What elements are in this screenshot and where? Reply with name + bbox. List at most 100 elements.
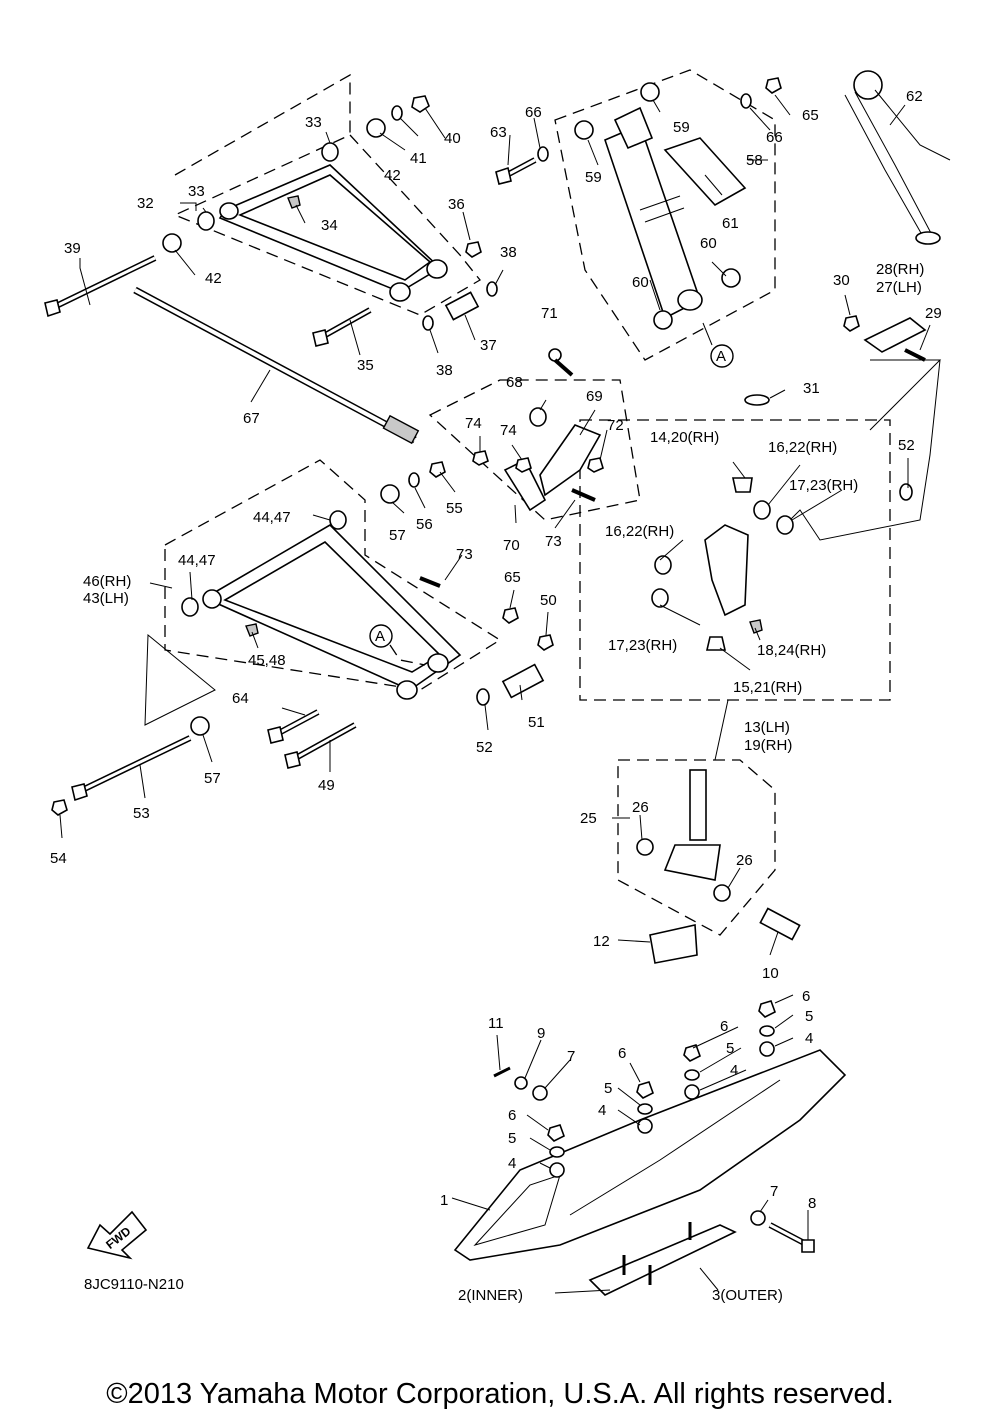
label-72: 72: [607, 417, 624, 434]
label-71: 71: [541, 305, 558, 322]
label-40: 40: [444, 130, 461, 147]
bolt-73a: [571, 488, 596, 502]
bushing-59a: [640, 82, 660, 102]
label-43lh: 43(LH): [83, 590, 129, 607]
outline-right-link: [779, 359, 942, 541]
label-6a: 6: [508, 1107, 516, 1124]
collar-51: [501, 663, 545, 699]
label-26b: 26: [736, 852, 753, 869]
bushing-68: [529, 407, 547, 427]
washer-41: [391, 105, 403, 121]
bolt-49: [284, 722, 357, 769]
label-56: 56: [416, 516, 433, 533]
damper-12: [649, 924, 698, 964]
washer-38b: [422, 315, 434, 331]
bushing-14-20: [732, 477, 753, 493]
label-74a: 74: [465, 415, 482, 432]
washer-66a: [537, 146, 549, 162]
label-17-23b: 17,23(RH): [608, 637, 677, 654]
label-65a: 65: [802, 107, 819, 124]
gauge-62: [844, 70, 951, 245]
bushing-16-22b: [654, 555, 672, 575]
label-18-24: 18,24(RH): [757, 642, 826, 659]
label-38a: 38: [500, 244, 517, 261]
nut-30: [843, 315, 860, 332]
label-45-48: 45,48: [248, 652, 286, 669]
nut-6c: [683, 1044, 701, 1062]
bolt-71-shaft: [553, 358, 574, 377]
label-57a: 57: [389, 527, 406, 544]
group-outline-steering: [579, 419, 891, 701]
nut-74a: [472, 450, 489, 466]
leader-lines: [59, 94, 931, 1294]
label-9: 9: [537, 1025, 545, 1042]
callout-a-icon: A: [702, 322, 734, 368]
ski-1: [453, 1049, 847, 1261]
group-outline-arm-upper: [173, 73, 481, 316]
label-16-22b: 16,22(RH): [605, 523, 674, 540]
shock-absorber-58: [604, 106, 703, 320]
collar-9: [514, 1076, 528, 1090]
nut-6b: [636, 1081, 654, 1099]
label-44-47b: 44,47: [178, 552, 216, 569]
group-outline-arm-lower: [164, 459, 502, 691]
bushing-16-22a: [753, 500, 771, 520]
label-6d: 6: [802, 988, 810, 1005]
label-68: 68: [506, 374, 523, 391]
label-44-47a: 44,47: [253, 509, 291, 526]
bushing-17-23b: [651, 588, 669, 608]
bolt-63: [495, 157, 537, 185]
washer-66b: [740, 93, 752, 109]
group-outline-shock: [554, 69, 776, 361]
label-60a: 60: [700, 235, 717, 252]
rod-67: [133, 286, 420, 445]
label-66a: 66: [525, 104, 542, 121]
nut-55: [429, 461, 446, 478]
bolt-71: [548, 348, 562, 362]
washer-5a: [549, 1146, 565, 1158]
label-52b: 52: [898, 437, 915, 454]
bushing-17-23a: [776, 515, 794, 535]
washer-4d: [759, 1041, 775, 1057]
nut-40: [411, 95, 430, 113]
fwd-arrow-icon: FWD: [86, 1210, 148, 1260]
nut-6a: [547, 1124, 565, 1142]
label-64: 64: [232, 690, 249, 707]
label-5a: 5: [508, 1130, 516, 1147]
label-38b: 38: [436, 362, 453, 379]
washer-42b: [162, 233, 182, 253]
label-5d: 5: [805, 1008, 813, 1025]
bolt-35: [312, 307, 372, 347]
bolt-8: [768, 1222, 815, 1253]
label-12: 12: [593, 933, 610, 950]
bolt-64: [267, 709, 320, 744]
bushing-33a: [321, 142, 339, 162]
bushing-26a: [636, 838, 654, 856]
label-51: 51: [528, 714, 545, 731]
label-8: 8: [808, 1195, 816, 1212]
label-50: 50: [540, 592, 557, 609]
label-10: 10: [762, 965, 779, 982]
label-3: 3(OUTER): [712, 1287, 783, 1304]
label-4d: 4: [805, 1030, 813, 1047]
label-14-20: 14,20(RH): [650, 429, 719, 446]
label-53: 53: [133, 805, 150, 822]
label-70: 70: [503, 537, 520, 554]
label-35: 35: [357, 357, 374, 374]
label-66b: 66: [766, 129, 783, 146]
runner-2-3: [588, 1224, 737, 1296]
label-13lh: 13(LH): [744, 719, 790, 736]
washer-4c: [684, 1084, 700, 1100]
copyright-notice: ©2013 Yamaha Motor Corporation, U.S.A. A…: [106, 1378, 894, 1410]
label-67: 67: [243, 410, 260, 427]
diagram-code: 8JC9110-N210: [84, 1276, 184, 1293]
nut-6d: [758, 1000, 776, 1018]
label-28rh: 28(RH): [876, 261, 924, 278]
label-74b: 74: [500, 422, 517, 439]
washer-42a: [366, 118, 386, 138]
label-6c: 6: [720, 1018, 728, 1035]
collar-10: [759, 907, 801, 941]
label-25: 25: [580, 810, 597, 827]
steering-arm-27-28: [863, 317, 927, 353]
bolt-53: [71, 735, 192, 802]
